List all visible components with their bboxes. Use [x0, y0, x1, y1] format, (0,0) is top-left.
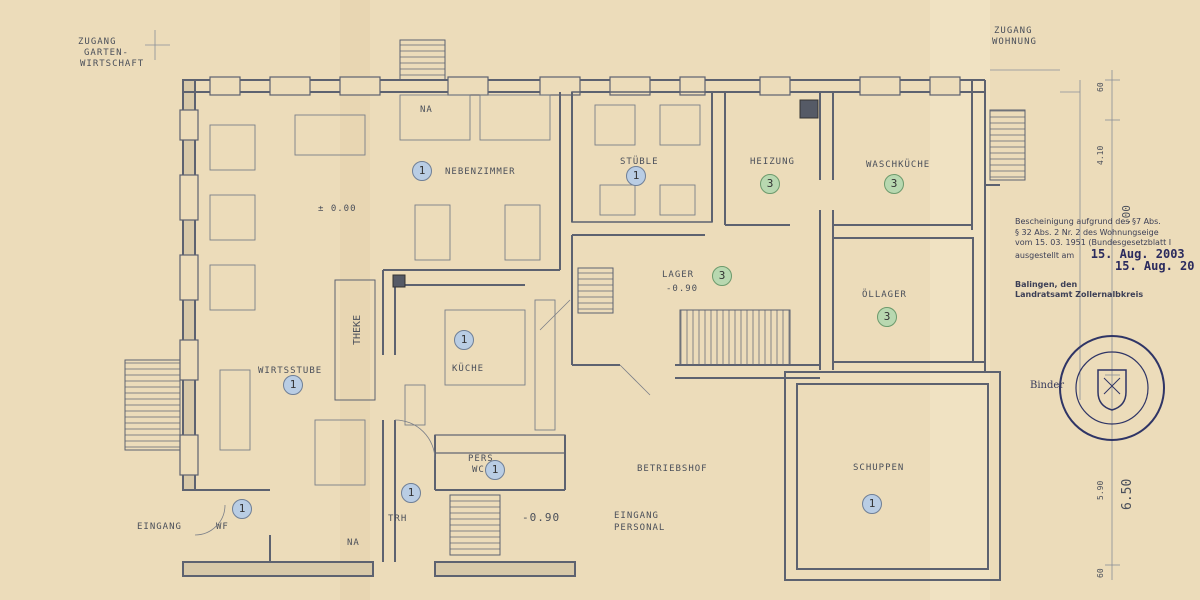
label-lager: LAGER	[662, 270, 695, 280]
label-eingang-personal-1: EINGANG	[614, 511, 659, 521]
certificate-line-6: Landratsamt Zollernalbkreis	[1015, 290, 1144, 299]
room-marker-wirtsstube: 1	[283, 375, 303, 395]
paper-fold-right	[930, 0, 990, 600]
dimension-60-bottom: 60	[1096, 568, 1105, 578]
certificate-line-4: ausgestellt am 15. Aug. 2003	[1015, 246, 1200, 262]
room-marker-trh: 1	[401, 483, 421, 503]
room-marker-pers-wc: 1	[485, 460, 505, 480]
room-marker-wf: 1	[232, 499, 252, 519]
certificate-block: Bescheinigung aufgrund des §7 Abs. § 32 …	[1015, 217, 1200, 301]
label-pers-wc-2: WC	[472, 465, 485, 475]
certificate-line-3: vom 15. 03. 1951 (Bundesgesetzblatt I	[1015, 238, 1172, 247]
official-stamp	[1059, 335, 1165, 441]
label-lager-level: -0.90	[666, 284, 699, 294]
certificate-line-1: Bescheinigung aufgrund des §7 Abs.	[1015, 217, 1161, 226]
room-marker-ollager: 3	[877, 307, 897, 327]
interior-walls	[195, 91, 1000, 562]
door-swings	[194, 299, 651, 536]
certificate-line-5: Balingen, den	[1015, 279, 1078, 289]
label-wirtsstube: WIRTSSTUBE	[258, 366, 323, 376]
paper-fold-left	[340, 0, 370, 600]
stair-runs	[124, 39, 1026, 556]
label-eingang: EINGANG	[137, 522, 182, 532]
room-marker-schuppen: 1	[862, 494, 882, 514]
label-zugang-garten-1: ZUGANG	[78, 37, 117, 47]
label-theke: THEKE	[352, 314, 363, 345]
certificate-line-date-2: 15. Aug. 20	[1015, 259, 1200, 274]
label-heizung: HEIZUNG	[750, 157, 795, 167]
certificate-issued-label: ausgestellt am	[1015, 250, 1075, 260]
label-zugang-garten-2: GARTEN-	[84, 48, 129, 58]
certificate-line-2: § 32 Abs. 2 Nr. 2 des Wohnungseige	[1015, 227, 1159, 237]
label-eingang-personal-2: PERSONAL	[614, 523, 666, 533]
room-marker-heizung: 3	[760, 174, 780, 194]
label-nebenzimmer: NEBENZIMMER	[445, 167, 516, 177]
dimension-60-top: 60	[1096, 82, 1105, 92]
furniture-tables	[209, 94, 701, 486]
stamped-date-2: 15. Aug. 20	[1115, 259, 1195, 273]
label-level-zero: ± 0.00	[318, 204, 357, 214]
label-zugang-wohnung-2: WOHNUNG	[992, 37, 1037, 47]
room-marker-waschkuche: 3	[884, 174, 904, 194]
dimension-6-50: 6.50	[1120, 478, 1135, 510]
room-marker-nebenzimmer: 1	[412, 161, 432, 181]
window-openings	[179, 76, 961, 476]
label-ollager: ÖLLAGER	[862, 290, 907, 300]
dimension-5-90: 5.90	[1096, 480, 1105, 500]
room-marker-lager: 3	[712, 266, 732, 286]
label-na-bottom: NA	[347, 538, 360, 548]
room-marker-stuble: 1	[626, 166, 646, 186]
label-zugang-garten-3: WIRTSCHAFT	[80, 59, 145, 69]
room-marker-kuche: 1	[454, 330, 474, 350]
label-waschkuche: WASCHKÜCHE	[866, 160, 931, 170]
label-zugang-wohnung-1: ZUGANG	[994, 26, 1033, 36]
stamped-date-1: 15. Aug. 2003	[1090, 246, 1185, 261]
label-pers-wc-1: PERS	[468, 454, 494, 464]
label-na-top: NA	[420, 105, 433, 115]
signature: Binder	[1030, 380, 1065, 391]
chimney-shafts	[392, 99, 819, 288]
label-stuble: STÜBLE	[620, 157, 659, 167]
label-schuppen: SCHUPPEN	[853, 463, 905, 473]
label-betriebshof: BETRIEBSHOF	[637, 464, 708, 474]
label-trh-level: -0.90	[522, 511, 561, 524]
coat-of-arms-icon	[1097, 369, 1127, 411]
dimension-4-10: 4.10	[1096, 145, 1105, 165]
label-wf: WF	[216, 522, 229, 532]
label-kuche: KÜCHE	[452, 364, 485, 374]
label-trh: TRH	[388, 514, 408, 524]
